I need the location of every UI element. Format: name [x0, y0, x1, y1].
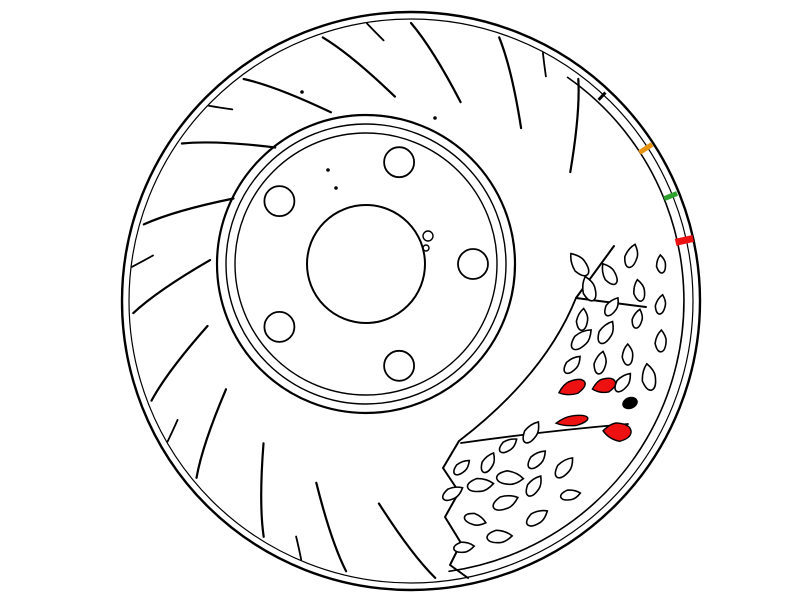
vent-hole	[453, 459, 471, 476]
surface-speck	[300, 90, 304, 94]
rotor-slot	[315, 481, 348, 573]
cutaway-left-edge	[458, 297, 577, 442]
edge-tick-red	[674, 235, 694, 246]
slot-edge-dash	[208, 104, 234, 111]
cutaway-lower-top-edge	[460, 423, 629, 444]
vent-hole	[654, 328, 667, 353]
vent-hole	[593, 350, 607, 375]
rotor-slot	[569, 77, 580, 174]
rotor-slot	[409, 21, 462, 104]
surface-speck	[433, 116, 437, 120]
edge-tick-black	[597, 91, 607, 101]
bolt-hole	[263, 185, 296, 218]
vent-hole	[554, 456, 574, 479]
bolt-hole	[263, 310, 296, 343]
vent-hole	[463, 512, 487, 526]
surface-speck	[326, 168, 330, 172]
vent-hole	[614, 372, 632, 393]
vent-hole	[525, 475, 542, 497]
bolt-hole	[383, 349, 416, 382]
vent-hole	[559, 489, 582, 501]
surface-speck	[334, 186, 338, 190]
rotor-slot	[321, 36, 396, 98]
rotor-face-edge	[128, 18, 694, 584]
pillar-black-dot	[622, 396, 638, 410]
vent-hole	[480, 451, 496, 474]
vent-hole	[641, 362, 657, 392]
vent-hole	[563, 355, 581, 375]
vent-hole	[453, 541, 476, 554]
vent-hole	[633, 278, 646, 302]
vent-hole	[498, 438, 518, 454]
bolt-hole	[383, 146, 416, 179]
highlighted-vane-pillar	[554, 414, 589, 427]
edge-tick-green	[663, 191, 679, 202]
rotor-slot	[260, 442, 265, 538]
rotor-slot	[142, 197, 235, 226]
rotor-slot	[498, 36, 523, 130]
vent-hole	[623, 243, 639, 269]
vent-hole	[570, 329, 592, 351]
vent-hole	[581, 275, 597, 302]
highlighted-vane-pillar	[602, 422, 632, 442]
slot-edge-dash	[366, 22, 385, 42]
vent-hole	[655, 253, 667, 274]
vent-hole	[631, 308, 644, 329]
vent-hole	[575, 307, 589, 332]
slot-edge-dash	[542, 52, 547, 78]
vent-hole	[492, 494, 519, 511]
vent-hole	[601, 262, 618, 286]
cutaway-zigzag-edge	[442, 440, 469, 579]
vent-hole	[441, 486, 464, 502]
vent-hole	[527, 450, 547, 470]
hub-ring	[234, 132, 498, 396]
vent-hole	[604, 296, 619, 317]
center-bore	[306, 204, 426, 324]
vent-hole	[486, 529, 514, 544]
rotor-slot	[195, 388, 228, 479]
vent-hole	[495, 469, 525, 486]
bolt-hole	[457, 248, 489, 280]
hub-detail-circle	[422, 230, 434, 242]
vent-hole	[621, 342, 634, 366]
slot-edge-dash	[131, 254, 154, 268]
vent-hole	[569, 252, 590, 277]
highlighted-vane-pillar	[591, 377, 617, 394]
rim-inner-arc	[448, 76, 685, 573]
rotor-slot	[132, 259, 212, 315]
rotor-slot	[180, 141, 277, 149]
hub-ring	[225, 123, 507, 405]
slot-edge-dash	[295, 535, 303, 561]
hub-detail-circle	[422, 244, 430, 252]
rotor-outer-edge	[120, 10, 702, 592]
slot-edge-dash	[166, 419, 179, 443]
vent-hole	[597, 320, 614, 345]
hub-ring	[215, 113, 517, 415]
highlighted-vane-pillar	[557, 378, 586, 396]
vent-hole	[466, 477, 495, 493]
rotor-slot	[242, 77, 332, 114]
rotor-slot	[377, 502, 437, 579]
edge-tick-orange	[638, 142, 654, 155]
rotor-slot	[150, 324, 209, 402]
vent-hole	[525, 509, 549, 527]
vent-hole	[654, 293, 667, 315]
vent-hole	[522, 420, 540, 444]
